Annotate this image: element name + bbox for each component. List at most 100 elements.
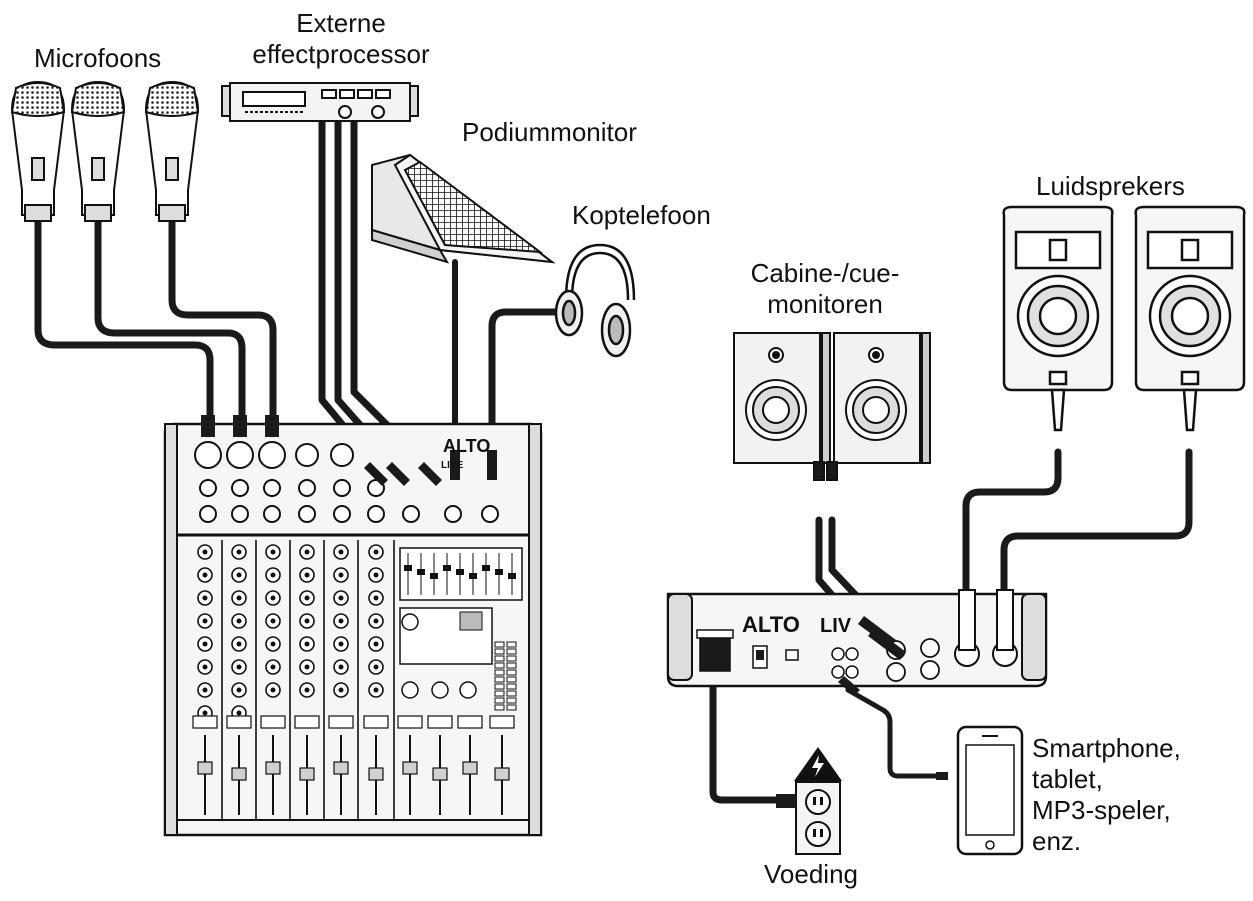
eq-knob bbox=[508, 573, 516, 579]
meter-led bbox=[494, 648, 505, 655]
channel-knob-cap bbox=[236, 572, 242, 578]
meter-led bbox=[506, 655, 517, 662]
mixer-logo: ALTO bbox=[443, 436, 490, 456]
channel-knob-cap bbox=[338, 641, 344, 647]
fader-cap bbox=[231, 767, 247, 781]
label-effects-line2: effectprocessor bbox=[252, 39, 430, 69]
eq-knob bbox=[417, 569, 425, 575]
microphone-icon bbox=[144, 80, 200, 222]
label-effects-line1: Externe bbox=[296, 8, 386, 38]
fader-cap bbox=[197, 761, 213, 775]
fader-label bbox=[260, 715, 286, 729]
label-booth-line2: monitoren bbox=[767, 289, 883, 319]
meter-led bbox=[494, 690, 505, 697]
channel-knob-cap bbox=[270, 572, 276, 578]
speaker-cable-right bbox=[1000, 448, 1193, 594]
label-effects-processor: Externe effectprocessor bbox=[236, 8, 446, 70]
label-device-line1: Smartphone, bbox=[1032, 733, 1181, 763]
eq-knob bbox=[443, 565, 451, 571]
eq-knob bbox=[469, 573, 477, 579]
microphone-icon bbox=[10, 80, 66, 222]
fader-label bbox=[489, 715, 515, 729]
channel-knob-cap bbox=[202, 641, 208, 647]
fader-label bbox=[457, 715, 483, 729]
eq-knob bbox=[456, 569, 464, 575]
fader-cap bbox=[265, 761, 281, 775]
device-cable bbox=[845, 687, 943, 779]
eq-knob bbox=[430, 573, 438, 579]
eq-knob bbox=[404, 565, 412, 571]
label-speakers: Luidsprekers bbox=[1036, 171, 1185, 201]
cables bbox=[34, 118, 1193, 804]
channel-knob-cap bbox=[338, 687, 344, 693]
pa-speaker-icon bbox=[1002, 205, 1114, 432]
fader-label bbox=[226, 715, 252, 729]
meter-led bbox=[494, 676, 505, 683]
power-outlet-icon bbox=[776, 781, 841, 855]
channel-knob-cap bbox=[236, 710, 242, 716]
channel-knob-cap bbox=[373, 618, 379, 624]
fader-label bbox=[363, 715, 389, 729]
mic-cable-3 bbox=[168, 218, 277, 424]
fader-cap bbox=[494, 767, 510, 781]
eq-knob bbox=[482, 565, 490, 571]
meter-led bbox=[506, 662, 517, 669]
fader-cap bbox=[333, 761, 349, 775]
studio-monitor-icon bbox=[733, 332, 831, 481]
meter-led bbox=[506, 697, 517, 704]
meter-led bbox=[506, 669, 517, 676]
rear-logo: ALTO bbox=[742, 612, 800, 637]
channel-knob-cap bbox=[304, 549, 310, 555]
fader-label bbox=[427, 715, 453, 729]
channel-faders bbox=[192, 715, 515, 815]
channel-knob-cap bbox=[338, 664, 344, 670]
channel-knob-cap bbox=[304, 687, 310, 693]
level-meter bbox=[494, 641, 517, 711]
channel-knob-cap bbox=[202, 710, 208, 716]
pa-speakers bbox=[1002, 205, 1246, 432]
label-microphones: Microfoons bbox=[34, 43, 162, 73]
channel-knob-cap bbox=[270, 641, 276, 647]
channel-knob-cap bbox=[236, 595, 242, 601]
channel-knob-cap bbox=[202, 618, 208, 624]
channel-knob-cap bbox=[338, 595, 344, 601]
mixer-icon: ALTO LIVE bbox=[163, 415, 543, 837]
channel-knob-cap bbox=[304, 641, 310, 647]
meter-led bbox=[494, 683, 505, 690]
fader-label bbox=[328, 715, 354, 729]
graphic-eq bbox=[399, 547, 523, 601]
channel-knob-cap bbox=[338, 549, 344, 555]
channel-knob-cap bbox=[304, 595, 310, 601]
mixer-model: LIVE bbox=[441, 460, 464, 471]
channel-knob-cap bbox=[373, 641, 379, 647]
channel-knob-cap bbox=[202, 572, 208, 578]
meter-led bbox=[494, 697, 505, 704]
channel-knob-cap bbox=[270, 687, 276, 693]
mixer-plugs bbox=[201, 415, 497, 486]
channel-knob-cap bbox=[270, 664, 276, 670]
label-headphones: Koptelefoon bbox=[572, 200, 711, 230]
meter-led bbox=[506, 690, 517, 697]
label-device: Smartphone, tablet, MP3-speler, enz. bbox=[1032, 733, 1181, 857]
meter-led bbox=[506, 704, 517, 711]
channel-knob-cap bbox=[304, 572, 310, 578]
mixer-rear-panel: ALTO LIV bbox=[666, 589, 1048, 696]
channel-knob-cap bbox=[270, 618, 276, 624]
meter-led bbox=[494, 641, 505, 648]
channel-knob-cap bbox=[338, 572, 344, 578]
input-jacks bbox=[194, 441, 499, 523]
channel-knob-cap bbox=[304, 664, 310, 670]
fader-cap bbox=[299, 767, 315, 781]
pa-speaker-icon bbox=[1134, 205, 1246, 432]
label-device-line4: enz. bbox=[1032, 826, 1082, 856]
channel-knob-cap bbox=[270, 595, 276, 601]
meter-led bbox=[494, 662, 505, 669]
warning-icon bbox=[794, 747, 842, 781]
rear-model: LIV bbox=[820, 615, 852, 637]
label-power: Voeding bbox=[764, 859, 858, 889]
booth-monitors bbox=[733, 332, 931, 481]
microphones bbox=[10, 80, 200, 222]
meter-led bbox=[494, 704, 505, 711]
label-device-line3: MP3-speler, bbox=[1032, 795, 1171, 825]
